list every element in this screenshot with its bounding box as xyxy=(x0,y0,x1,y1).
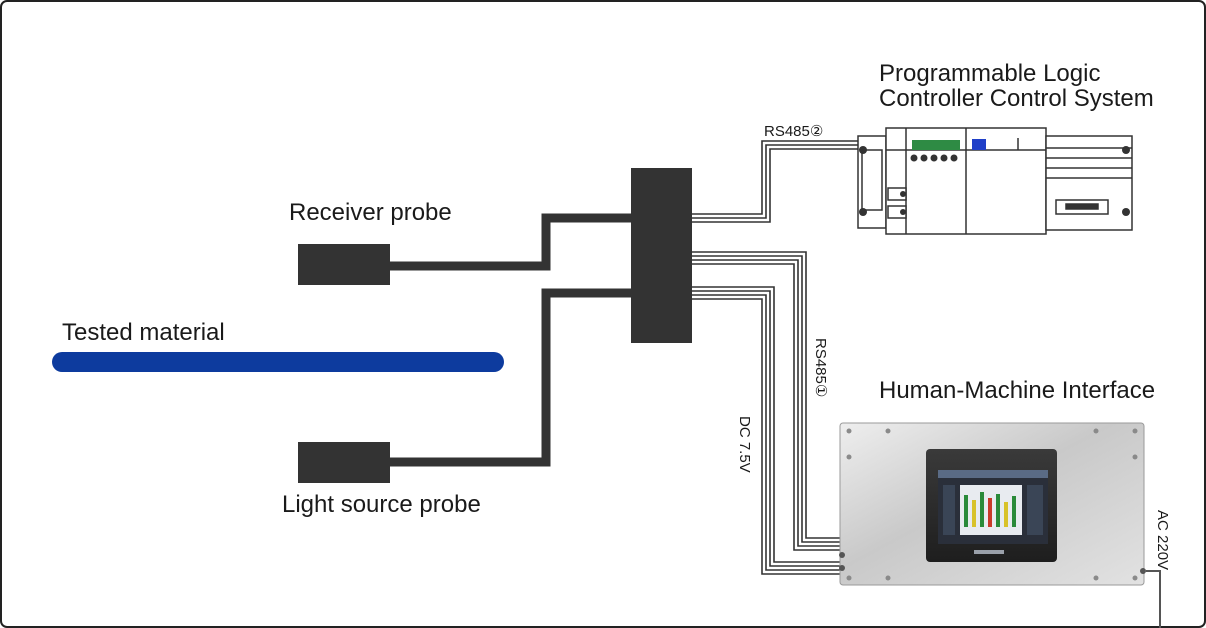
light-source-probe-cable xyxy=(390,288,632,467)
dc-cable xyxy=(692,286,840,575)
ac-label: AC 220V xyxy=(1154,510,1171,570)
receiver-probe-label: Receiver probe xyxy=(289,199,452,226)
rs485-2-label: RS485② xyxy=(764,123,823,140)
light-source-probe-label: Light source probe xyxy=(282,491,481,518)
rs485-1-cable xyxy=(692,251,840,551)
rs485-2-cable xyxy=(692,140,858,223)
light-source-probe xyxy=(298,442,390,483)
plc-status-led-bar xyxy=(912,140,960,150)
plc-indicator xyxy=(972,139,986,150)
plc-label-line1: Programmable Logic xyxy=(879,60,1100,87)
receiver-probe-cable xyxy=(390,213,632,271)
plc-terminals xyxy=(859,146,1130,216)
ac-power-cable xyxy=(1146,570,1161,628)
plc-unit xyxy=(857,127,1133,235)
junction-box xyxy=(631,168,692,343)
hmi-label: Human-Machine Interface xyxy=(879,377,1155,404)
receiver-probe xyxy=(298,244,390,285)
dc-label: DC 7.5V xyxy=(736,416,753,473)
hmi-unit xyxy=(839,422,1146,586)
plc-label-line2: Controller Control System xyxy=(879,85,1154,112)
tested-material-label: Tested material xyxy=(62,319,225,346)
rs485-1-label: RS485① xyxy=(812,338,829,397)
